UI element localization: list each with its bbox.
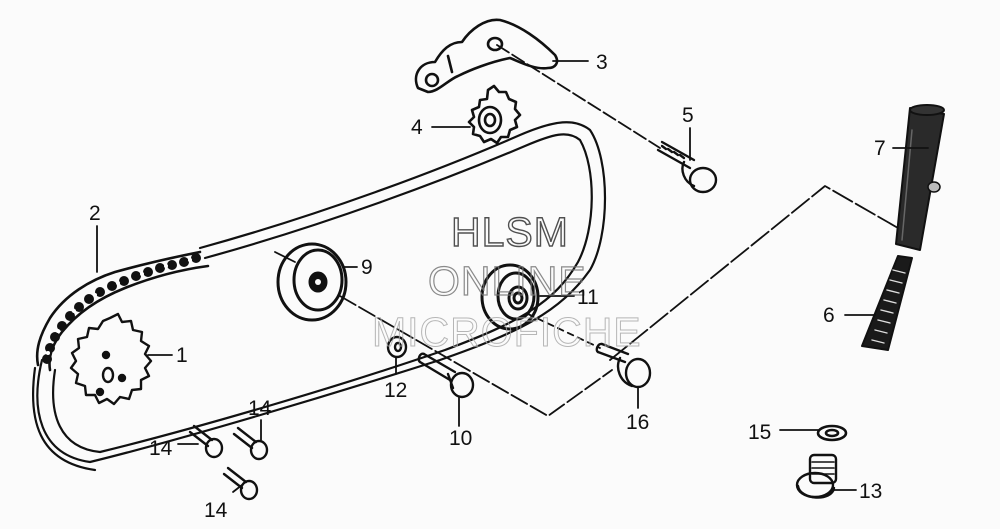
tensioner-spring-icon xyxy=(861,255,913,351)
roller-bolt-icon xyxy=(417,352,475,399)
tensioner-roller-icon xyxy=(480,263,540,331)
chain-links-icon xyxy=(35,250,210,372)
callout-15-sealing-washer[interactable]: 15 xyxy=(748,421,772,444)
callout-14-screw-right[interactable]: 14 xyxy=(248,397,272,420)
cam-sprocket-icon xyxy=(467,84,522,145)
callout-7-pushrod[interactable]: 7 xyxy=(874,137,886,160)
callout-14-screw-bottom[interactable]: 14 xyxy=(204,499,228,522)
callout-10-roller-bolt[interactable]: 10 xyxy=(449,427,473,450)
watermark-line-3: MICROFICHE xyxy=(372,309,642,355)
callout-12-washer[interactable]: 12 xyxy=(384,379,408,402)
callout-13-sealing-bolt[interactable]: 13 xyxy=(859,480,883,503)
watermark-line-2: ONLINE xyxy=(427,258,587,304)
callout-1-drive-sprocket[interactable]: 1 xyxy=(176,344,188,367)
washer-icon xyxy=(386,335,408,359)
pivot-bolt-icon xyxy=(656,140,718,194)
callout-14-screw-left[interactable]: 14 xyxy=(149,437,173,460)
cam-chain-loop xyxy=(31,121,607,472)
drive-sprocket-icon xyxy=(69,312,153,406)
tensioner-bracket-icon xyxy=(414,18,559,94)
callout-3-tensioner-bracket[interactable]: 3 xyxy=(596,51,608,74)
callout-2-cam-chain[interactable]: 2 xyxy=(89,202,101,225)
guide-roller-icon xyxy=(276,242,348,322)
screw-icons xyxy=(188,424,269,501)
sealing-washer-icon xyxy=(816,424,848,442)
leader-lines xyxy=(96,44,929,493)
watermark-line-1: HLSM xyxy=(450,209,569,255)
callout-5-pivot-bolt[interactable]: 5 xyxy=(682,104,694,127)
callout-9-guide-roller[interactable]: 9 xyxy=(361,256,373,279)
callout-4-cam-sprocket[interactable]: 4 xyxy=(411,116,423,139)
sealing-bolt-icon xyxy=(795,453,838,499)
callout-6-tensioner-spring[interactable]: 6 xyxy=(823,304,835,327)
callout-11-tensioner-roller[interactable]: 11 xyxy=(577,286,599,309)
tensioner-pushrod-icon xyxy=(895,104,945,251)
callout-16-roller-pin[interactable]: 16 xyxy=(626,411,650,434)
